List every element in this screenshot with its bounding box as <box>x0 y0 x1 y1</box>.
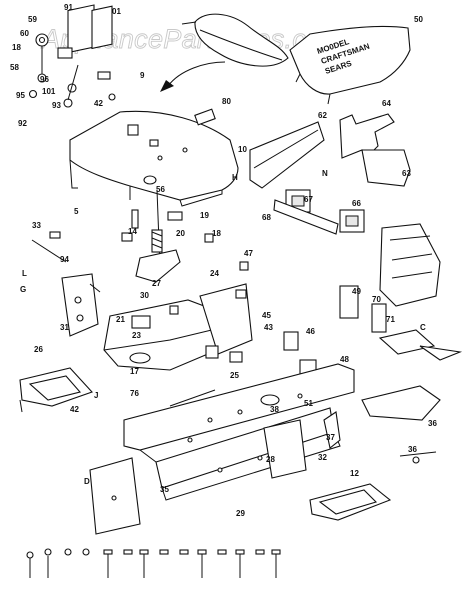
rear-drawbar <box>263 385 441 479</box>
callout-label: 28 <box>266 455 275 464</box>
callout-label: 51 <box>304 399 313 408</box>
callout-label: 30 <box>140 291 149 300</box>
callout-label: 18 <box>212 229 221 238</box>
callout-label: 95 <box>16 91 25 100</box>
callout-label: N <box>322 169 328 178</box>
callout-label: 01 <box>112 7 121 16</box>
callout-label: 36 <box>408 445 417 454</box>
callout-label: 42 <box>94 99 103 108</box>
steering-shaft <box>121 189 214 283</box>
callout-label: 71 <box>386 315 395 324</box>
callout-label: 38 <box>270 405 279 414</box>
left-bracket <box>31 231 101 337</box>
callout-label: 50 <box>414 15 423 24</box>
callout-label: D <box>84 477 90 486</box>
callout-label: 101 <box>42 87 56 96</box>
callout-label: H <box>232 173 238 182</box>
side-panels <box>249 113 463 361</box>
callout-label: 20 <box>176 229 185 238</box>
callout-label: 58 <box>10 63 19 72</box>
callout-label: 31 <box>60 323 69 332</box>
callout-labels: 01 91 59 60 18 58 95 101 93 92 96 42 9 10 50 80 64 62 63 H N… <box>10 3 437 518</box>
callout-label: 64 <box>382 99 391 108</box>
callout-label: 19 <box>200 211 209 220</box>
callout-label: 91 <box>64 3 73 12</box>
callout-label: C <box>420 323 426 332</box>
steering-support-assembly <box>28 4 116 108</box>
callout-label: 66 <box>352 199 361 208</box>
callout-label: 63 <box>402 169 411 178</box>
callout-label: 45 <box>262 311 271 320</box>
callout-label: 27 <box>152 279 161 288</box>
callout-label: 9 <box>140 71 145 80</box>
callout-label: 94 <box>60 255 69 264</box>
callout-label: 59 <box>28 15 37 24</box>
callout-label: 26 <box>34 345 43 354</box>
callout-label: 17 <box>130 367 139 376</box>
rear-bumper <box>309 483 392 521</box>
callout-label: 80 <box>222 97 231 106</box>
callout-label: 10 <box>238 145 247 154</box>
callout-label: 23 <box>132 331 141 340</box>
callout-label: 96 <box>40 75 49 84</box>
callout-label: 70 <box>372 295 381 304</box>
fender-body <box>69 110 239 207</box>
callout-label: 93 <box>52 101 61 110</box>
callout-label: 60 <box>20 29 29 38</box>
callout-label: 21 <box>116 315 125 324</box>
callout-label: 32 <box>318 453 327 462</box>
callout-label: 24 <box>210 269 219 278</box>
callout-label: 12 <box>350 469 359 478</box>
callout-label: 49 <box>352 287 361 296</box>
callout-label: 35 <box>160 485 169 494</box>
hardware-row <box>26 548 281 578</box>
callout-label: 46 <box>306 327 315 336</box>
callout-label: 29 <box>236 509 245 518</box>
callout-label: 62 <box>318 111 327 120</box>
callout-label: G <box>20 285 26 294</box>
callout-label: 92 <box>18 119 27 128</box>
callout-label: 36 <box>428 419 437 428</box>
callout-label: 14 <box>128 227 137 236</box>
lower-front-panel <box>89 457 141 535</box>
engine-mount-plate <box>199 261 317 381</box>
front-bumper <box>19 367 93 413</box>
callout-label: J <box>94 391 98 400</box>
hood: MO0DEL CRAFTSMAN SEARS <box>289 25 411 105</box>
callout-label: 42 <box>70 405 79 414</box>
main-frame <box>123 363 355 501</box>
callout-label: 68 <box>262 213 271 222</box>
callout-label: 48 <box>340 355 349 364</box>
seat <box>181 13 289 67</box>
callout-label: 18 <box>12 43 21 52</box>
callout-label: 47 <box>244 249 253 258</box>
callout-label: 76 <box>130 389 139 398</box>
callout-label: 67 <box>304 195 313 204</box>
callout-label: L <box>22 269 27 278</box>
callout-label: 33 <box>32 221 41 230</box>
fuel-tank <box>103 299 223 371</box>
callout-label: 56 <box>156 185 165 194</box>
callout-label: 37 <box>326 433 335 442</box>
callout-label: 25 <box>230 371 239 380</box>
callout-label: 43 <box>264 323 273 332</box>
callout-label: 5 <box>74 207 79 216</box>
